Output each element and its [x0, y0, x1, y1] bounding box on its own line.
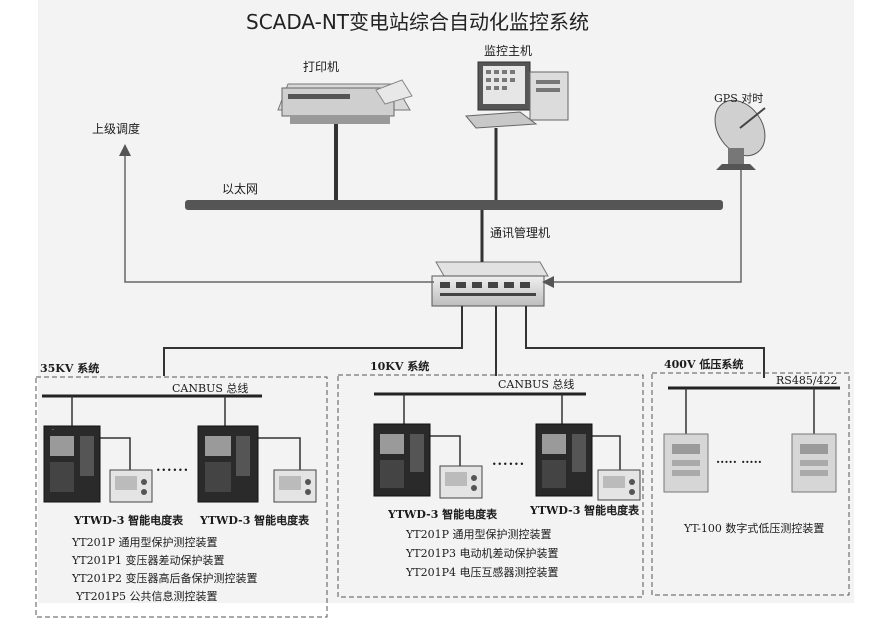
ellipsis-400v: ..... .....	[716, 452, 762, 466]
box-10kv	[337, 374, 644, 598]
meter-35kv-2	[273, 469, 317, 503]
item-35kv-3: YT201P2 变压器高后备保护测控装置	[72, 572, 258, 585]
device-label-35kv-2: YTWD-3 智能电度表	[200, 514, 310, 527]
upper-dispatch-arrow	[119, 144, 434, 283]
bottom-margin	[0, 603, 886, 622]
section-35kv-label: 35KV 系统	[40, 362, 100, 375]
monitor-host-label: 监控主机	[484, 44, 533, 58]
item-35kv-2: YT201P1 变压器差动保护装置	[72, 554, 225, 567]
ellipsis-35kv: ......	[156, 460, 190, 475]
panel-text: ·	[52, 427, 54, 434]
printer-label: 打印机	[303, 60, 340, 74]
printer-icon	[277, 79, 413, 124]
gps-label: GPS 对时	[714, 92, 764, 105]
meter-10kv-1	[439, 465, 483, 499]
canbus-10kv-label: CANBUS 总线	[498, 378, 575, 391]
computer-icon	[464, 61, 569, 129]
box-400v	[651, 372, 850, 596]
right-margin	[854, 0, 886, 622]
rs485-label: RS485/422	[776, 374, 838, 387]
section-10kv-label: 10KV 系统	[370, 360, 430, 373]
diagram-title: SCADA-NT变电站综合自动化监控系统	[246, 10, 590, 34]
ethernet-bus	[185, 200, 723, 210]
protection-unit-10kv-1	[373, 423, 431, 497]
lv-device-1	[663, 433, 709, 493]
box-35kv	[35, 376, 328, 618]
protection-unit-10kv-2	[535, 423, 593, 497]
item-35kv-4: YT201P5 公共信息测控装置	[76, 590, 218, 603]
meter-10kv-2	[597, 469, 641, 501]
item-10kv-3: YT201P4 电压互感器测控装置	[406, 566, 559, 579]
comm-manager-label: 通讯管理机	[490, 226, 551, 240]
gps-arrow	[542, 170, 742, 288]
link-400v	[525, 306, 765, 378]
device-label-400v: YT-100 数字式低压测控装置	[684, 522, 825, 535]
ethernet-label: 以太网	[222, 182, 259, 196]
device-label-10kv-1: YTWD-3 智能电度表	[388, 508, 498, 521]
device-label-10kv-2: YTWD-3 智能电度表	[530, 504, 640, 517]
link-35kv	[163, 306, 463, 376]
protection-unit-35kv-1	[43, 425, 101, 503]
section-400v-label: 400V 低压系统	[664, 358, 744, 371]
item-35kv-1: YT201P 通用型保护测控装置	[72, 536, 218, 549]
satellite-dish-icon	[714, 99, 766, 170]
meter-35kv-1	[109, 469, 153, 503]
item-10kv-1: YT201P 通用型保护测控装置	[406, 528, 552, 541]
left-margin	[0, 0, 38, 622]
comm-manager-icon	[431, 261, 549, 307]
upper-dispatch-label: 上级调度	[92, 122, 141, 136]
device-label-35kv-1: YTWD-3 智能电度表	[74, 514, 184, 527]
lv-device-2	[791, 433, 837, 493]
protection-unit-35kv-2	[197, 425, 259, 503]
item-10kv-2: YT201P3 电动机差动保护装置	[406, 547, 559, 560]
ellipsis-10kv: ......	[492, 454, 526, 469]
canbus-35kv-label: CANBUS 总线	[172, 382, 249, 395]
